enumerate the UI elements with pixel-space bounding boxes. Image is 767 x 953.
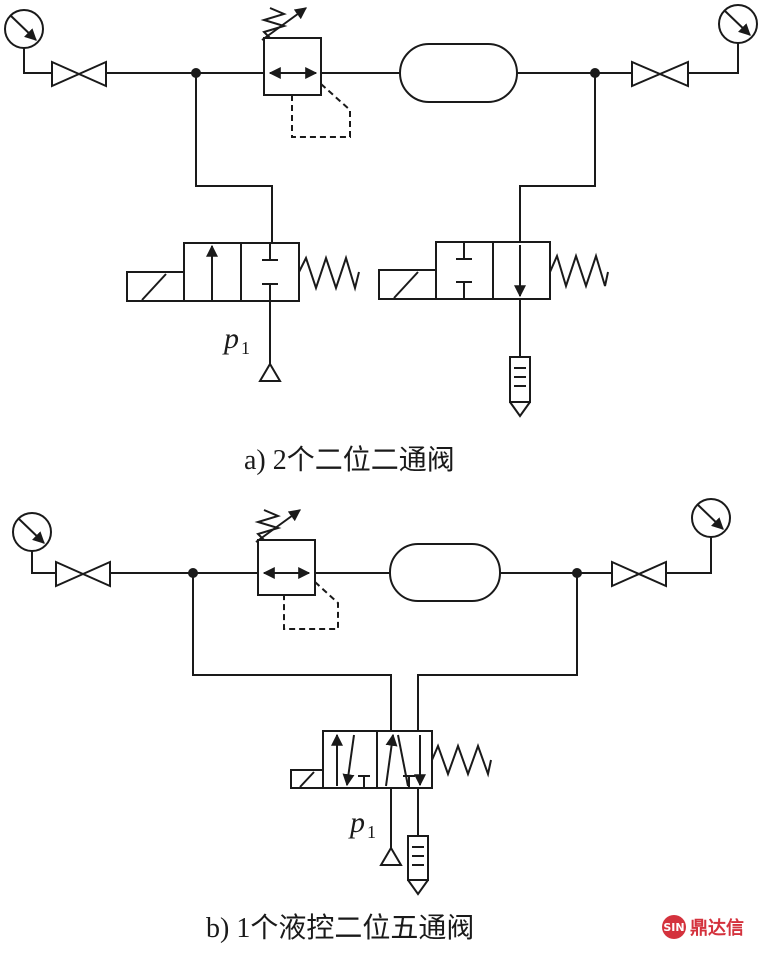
- caption-a: a) 2个二位二通阀: [244, 445, 455, 476]
- air-tank-b: [389, 543, 501, 602]
- branch-left-b: [192, 573, 392, 731]
- pressure-regulator-b: [254, 509, 339, 630]
- air-tank-a: [399, 43, 518, 103]
- shutoff-valve-left-b: [55, 560, 111, 588]
- branch-right-b: [417, 573, 578, 731]
- watermark: SIN 鼎达信: [662, 912, 744, 942]
- branch-right-a: [519, 73, 596, 243]
- solenoid-coil-1-a: [126, 271, 185, 302]
- diagram-a: [4, 4, 758, 418]
- five-port-valve-b: [290, 730, 492, 789]
- pressure-gauge-right-b: [666, 498, 731, 574]
- solenoid-valve-2-a: [378, 241, 609, 300]
- pressure-source-p1-a: [258, 301, 282, 382]
- diagram-b: [12, 498, 731, 896]
- pressure-regulator-a: [260, 7, 351, 138]
- shutoff-valve-left-a: [51, 60, 107, 88]
- pressure-source-p1-b: [379, 788, 403, 866]
- shutoff-valve-right-b: [611, 560, 667, 588]
- silencer-a: [509, 299, 531, 418]
- solenoid-valve-1-a: [126, 242, 360, 302]
- caption-b: b) 1个液控二位五通阀: [206, 913, 475, 944]
- watermark-text: 鼎达信: [690, 918, 744, 939]
- pressure-gauge-right-a: [688, 4, 758, 74]
- pressure-gauge-left-a: [4, 9, 52, 74]
- shutoff-valve-right-a: [631, 60, 689, 88]
- watermark-logo-icon: SIN: [662, 915, 686, 939]
- pressure-gauge-left-b: [12, 512, 56, 574]
- silencer-b: [407, 788, 429, 896]
- branch-left-a: [195, 73, 273, 243]
